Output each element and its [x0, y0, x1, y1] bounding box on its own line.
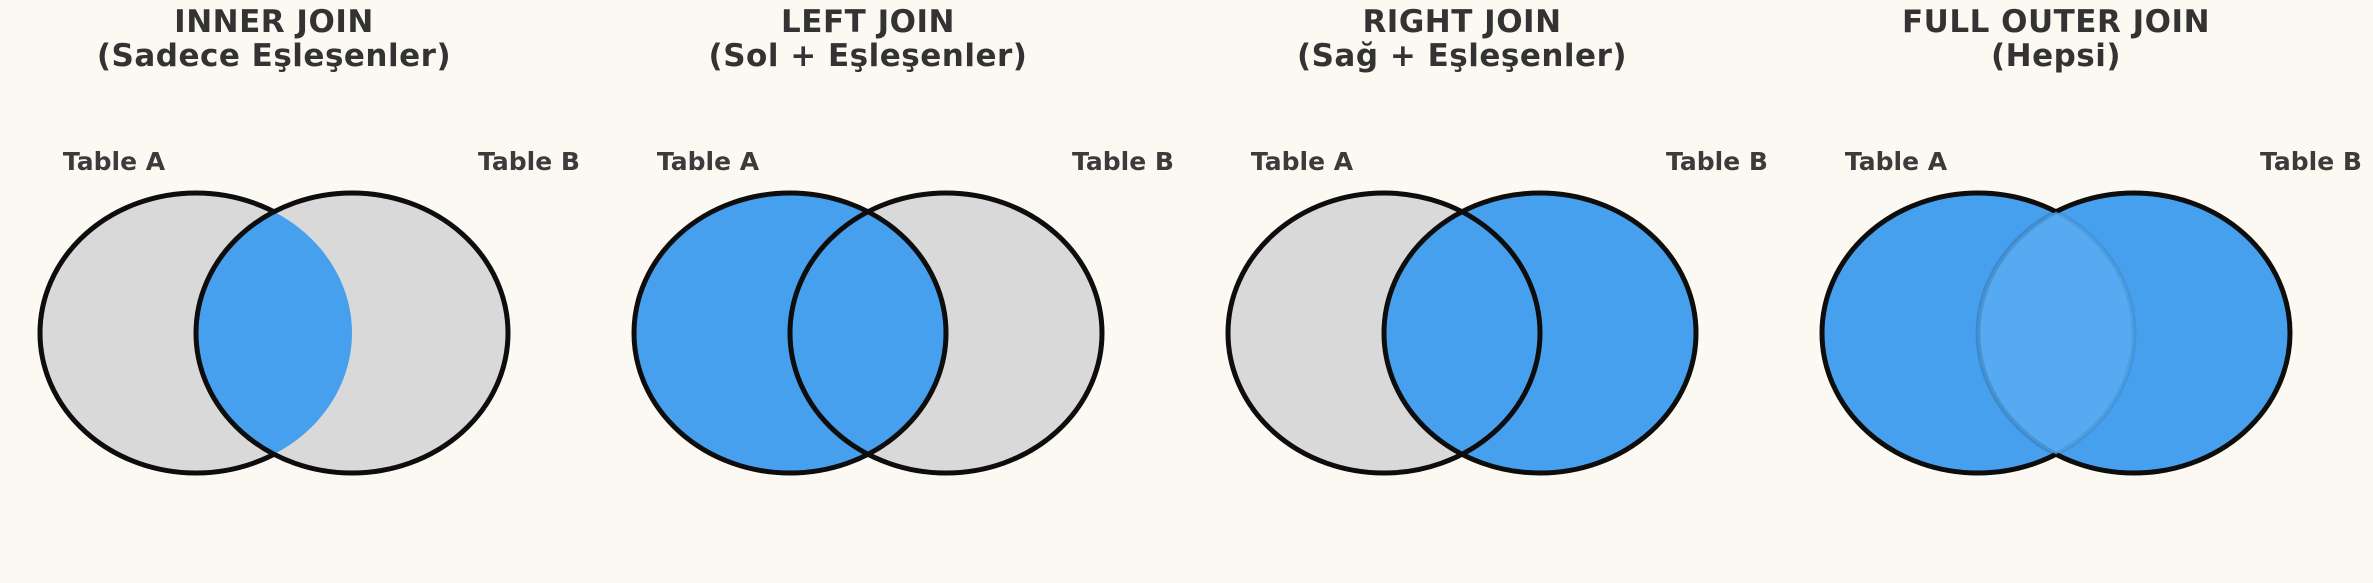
table-b-label: Table B	[1072, 147, 1174, 176]
venn-right-join	[1225, 190, 1699, 476]
panel-full-outer-join: FULL OUTER JOIN (Hepsi) Table A Table B	[1759, 0, 2362, 583]
panel-subtitle: (Sadece Eşleşenler)	[96, 38, 452, 74]
table-b-outline	[193, 190, 511, 476]
panel-left-join: LEFT JOIN (Sol + Eşleşenler) Table A Tab…	[571, 0, 1174, 583]
intersection-region	[1978, 193, 2134, 473]
table-b-label: Table B	[2260, 147, 2362, 176]
table-a-label: Table A	[62, 147, 166, 176]
panel-inner-join: INNER JOIN (Sadece Eşleşenler) Table A T…	[0, 0, 580, 583]
panel-subtitle: (Hepsi)	[1990, 38, 2122, 74]
table-b-outline	[1381, 190, 1699, 476]
panel-title: RIGHT JOIN	[1362, 4, 1562, 40]
panel-title-block: LEFT JOIN (Sol + Eşleşenler)	[571, 5, 1165, 73]
venn-full-outer-join	[1819, 190, 2293, 476]
intersection-region	[196, 193, 352, 473]
table-a-label: Table A	[656, 147, 760, 176]
panel-title-block: FULL OUTER JOIN (Hepsi)	[1759, 5, 2353, 73]
table-b-label: Table B	[478, 147, 580, 176]
table-b-label: Table B	[1666, 147, 1768, 176]
panel-title-block: RIGHT JOIN (Sağ + Eşleşenler)	[1165, 5, 1759, 73]
table-a-outline	[1225, 190, 1543, 476]
table-b-outline	[787, 190, 1105, 476]
panel-subtitle: (Sol + Eşleşenler)	[708, 38, 1028, 74]
table-a-outline	[1819, 190, 2137, 476]
panel-subtitle: (Sağ + Eşleşenler)	[1296, 38, 1628, 74]
panel-title-block: INNER JOIN (Sadece Eşleşenler)	[0, 5, 571, 73]
venn-left-join	[631, 190, 1105, 476]
venn-inner-join	[37, 190, 511, 476]
table-a-label: Table A	[1250, 147, 1354, 176]
table-a-outline	[631, 190, 949, 476]
panel-title: LEFT JOIN	[781, 4, 955, 40]
table-b-outline	[1975, 190, 2293, 476]
panel-right-join: RIGHT JOIN (Sağ + Eşleşenler) Table A Ta…	[1165, 0, 1768, 583]
panel-title: INNER JOIN	[174, 4, 374, 40]
table-a-label: Table A	[1844, 147, 1948, 176]
panel-title: FULL OUTER JOIN	[1901, 4, 2211, 40]
